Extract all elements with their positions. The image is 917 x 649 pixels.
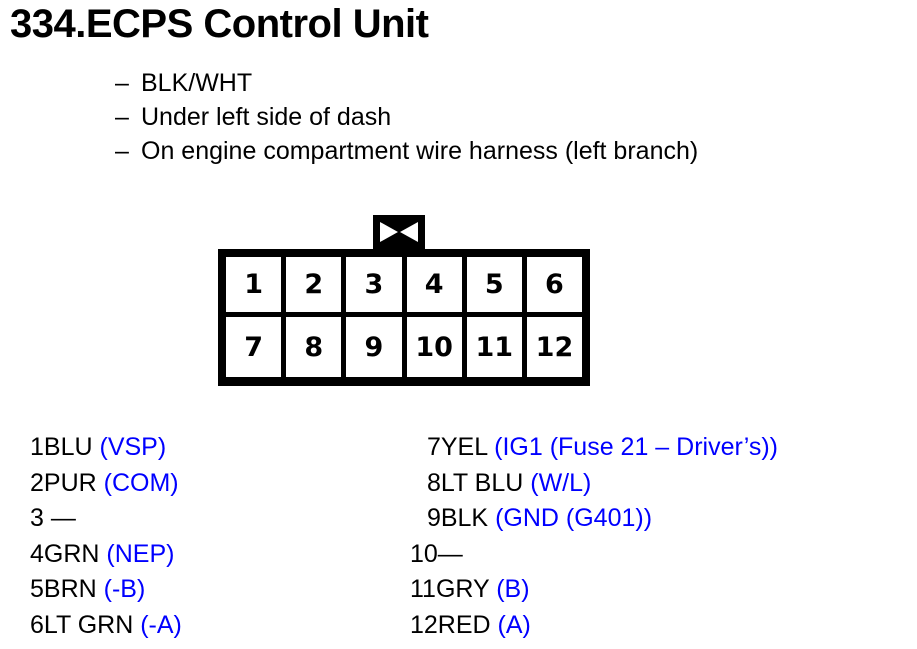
pin-signal: (A) [497, 610, 531, 639]
list-item: –Under left side of dash [115, 100, 698, 134]
connector-pin-cell: 12 [526, 317, 583, 377]
pin-signal: (W/L) [530, 468, 592, 497]
pinout-list-left: 1BLU (VSP) 2PUR (COM) 3 — 4GRN (NEP) 5BR… [30, 430, 182, 643]
connector-pin-cell: 8 [286, 317, 347, 377]
pinout-row: 7YEL (IG1 (Fuse 21 – Driver’s)) [410, 430, 778, 466]
connector-notes-list: –BLK/WHT –Under left side of dash –On en… [115, 66, 698, 168]
pinout-row: 5BRN (-B) [30, 572, 182, 608]
page-title: 334.ECPS Control Unit [10, 2, 429, 46]
connector-pin-cell: 9 [346, 317, 407, 377]
pin-signal: (-B) [103, 575, 146, 603]
pin-label: 3 — [30, 504, 76, 532]
pin-label: 10— [410, 539, 463, 568]
note-text: BLK/WHT [141, 69, 253, 97]
pin-signal: (IG1 (Fuse 21 – Driver’s)) [494, 433, 779, 461]
connector-diagram: 1 2 3 4 5 6 7 8 9 10 11 12 [218, 215, 590, 386]
pin-label: 5BRN [30, 575, 97, 603]
pin-label: 7YEL [426, 433, 488, 461]
pin-label: 1BLU [30, 433, 93, 461]
list-item: –BLK/WHT [115, 66, 698, 100]
connector-row-top: 1 2 3 4 5 6 [226, 257, 583, 317]
connector-pin-cell: 6 [526, 257, 583, 317]
pinout-row: 11GRY (B) [410, 572, 778, 608]
pin-label: 9BLK [426, 504, 489, 532]
pin-signal: (GND (G401)) [495, 504, 653, 532]
connector-pin-cell: 5 [466, 257, 527, 317]
pin-signal: (B) [496, 575, 530, 603]
pinout-row: 9BLK (GND (G401)) [410, 501, 778, 537]
connector-body: 1 2 3 4 5 6 7 8 9 10 11 12 [218, 249, 590, 386]
bullet-dash-icon: – [115, 137, 129, 165]
pinout-row: 2PUR (COM) [30, 466, 182, 502]
pin-label: 11GRY [410, 575, 490, 603]
pinout-row: 12RED (A) [410, 608, 778, 644]
pin-label: 4GRN [30, 539, 100, 568]
pin-label: 8LT BLU [426, 468, 524, 497]
pin-signal: (COM) [103, 468, 179, 497]
connector-pin-cell: 3 [346, 257, 407, 317]
pin-signal: (NEP) [106, 539, 175, 568]
connector-pin-cell: 1 [226, 257, 287, 317]
bowtie-latch-icon [373, 215, 425, 253]
pinout-row: 3 — [30, 501, 182, 537]
pin-signal: (VSP) [99, 433, 167, 461]
note-text: Under left side of dash [141, 103, 392, 131]
bullet-dash-icon: – [115, 103, 129, 131]
pin-label: 6LT GRN [30, 610, 134, 639]
pinout-row: 10— [410, 537, 778, 573]
bullet-dash-icon: – [115, 69, 129, 97]
pin-label: 2PUR [30, 468, 97, 497]
connector-pin-cell: 4 [406, 257, 467, 317]
connector-row-bottom: 7 8 9 10 11 12 [226, 317, 583, 377]
pinout-list-right: 7YEL (IG1 (Fuse 21 – Driver’s)) 8LT BLU … [410, 430, 778, 643]
pinout-row: 8LT BLU (W/L) [410, 466, 778, 502]
connector-pin-cell: 11 [466, 317, 527, 377]
pinout-row: 4GRN (NEP) [30, 537, 182, 573]
pinout-row: 6LT GRN (-A) [30, 608, 182, 644]
note-text: On engine compartment wire harness (left… [141, 137, 699, 165]
list-item: –On engine compartment wire harness (lef… [115, 134, 698, 168]
connector-pin-cell: 10 [406, 317, 467, 377]
pin-signal: (-A) [140, 610, 182, 639]
connector-pin-cell: 7 [226, 317, 287, 377]
pinout-row: 1BLU (VSP) [30, 430, 182, 466]
connector-pin-cell: 2 [286, 257, 347, 317]
pin-label: 12RED [410, 610, 491, 639]
